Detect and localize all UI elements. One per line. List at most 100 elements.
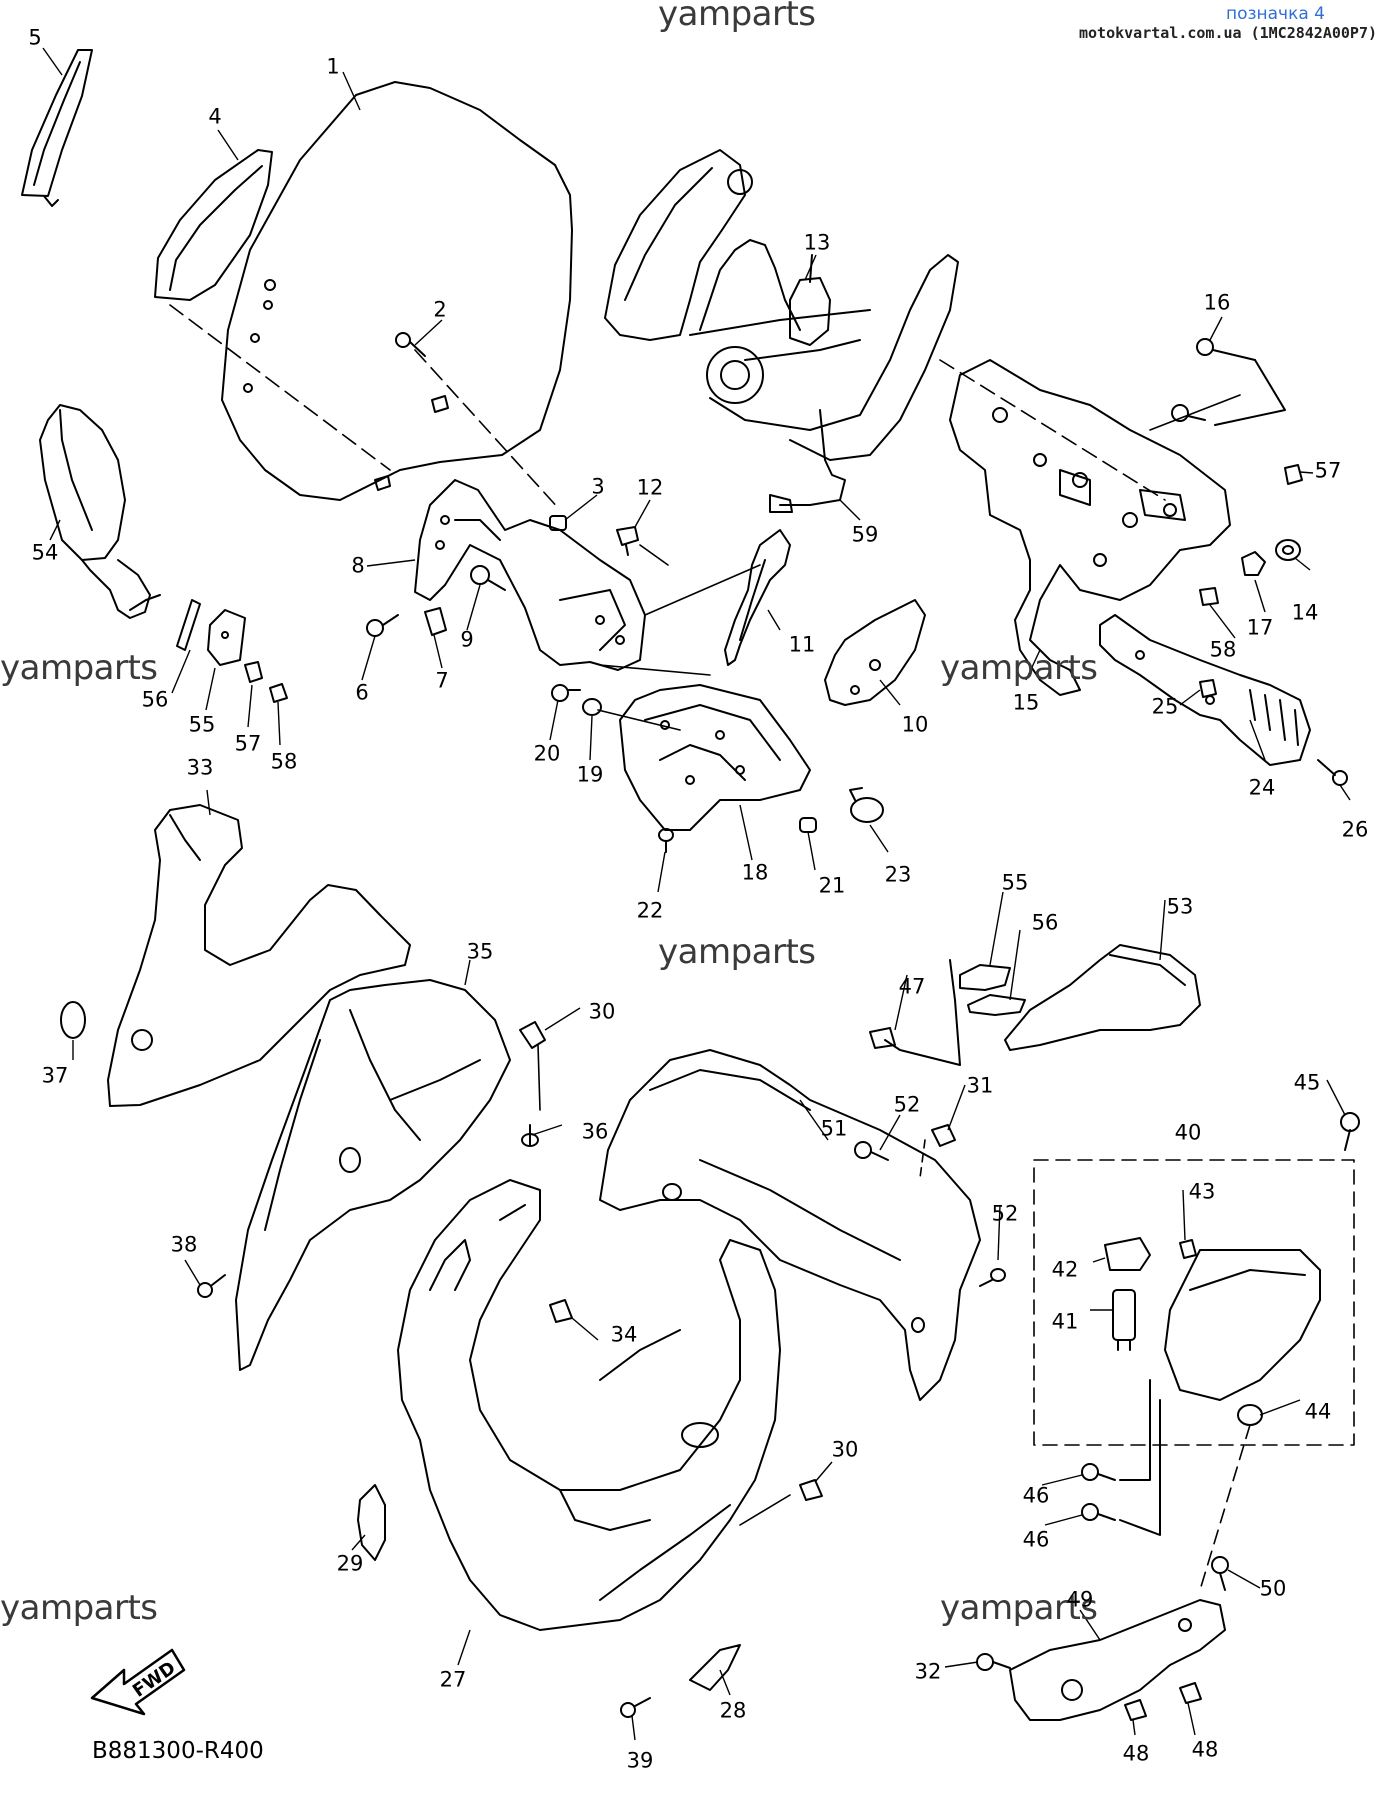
callout-54: 54 <box>31 540 59 565</box>
part-50-screw <box>1211 1556 1229 1591</box>
callout-28: 28 <box>719 1698 747 1723</box>
part-16-bolts <box>1171 338 1286 426</box>
part-26-bolt <box>1317 759 1348 786</box>
callout-58: 58 <box>270 749 298 774</box>
part-59-wire <box>769 409 846 513</box>
part-12-grommet <box>616 526 639 556</box>
callout-58: 58 <box>1209 637 1237 662</box>
part-14-washer <box>1275 539 1301 561</box>
part-56-plate <box>967 994 1026 1016</box>
callout-9: 9 <box>460 627 474 652</box>
callout-8: 8 <box>351 553 365 578</box>
callout-38: 38 <box>170 1232 198 1257</box>
header-label: позначка 4 <box>1225 4 1325 24</box>
part-9-bolt <box>470 565 506 591</box>
part-27-main-cowling <box>397 1179 781 1631</box>
part-11-cover <box>724 529 791 666</box>
part-4-deflector <box>154 149 273 301</box>
part-28-panel <box>689 1644 741 1691</box>
part-30-clip-upper <box>519 1021 546 1049</box>
part-40-group-box <box>1033 1159 1355 1446</box>
callout-46: 46 <box>1022 1527 1050 1552</box>
callout-56: 56 <box>141 687 169 712</box>
part-18-bracket <box>619 684 811 831</box>
callout-32: 32 <box>914 1659 942 1684</box>
diagram-code: B881300-R400 <box>92 1738 264 1764</box>
callout-40: 40 <box>1174 1120 1202 1145</box>
callout-56: 56 <box>1031 910 1059 935</box>
part-45-screw <box>1340 1112 1360 1151</box>
callout-46: 46 <box>1022 1483 1050 1508</box>
callout-50: 50 <box>1259 1576 1287 1601</box>
callout-4: 4 <box>208 104 222 129</box>
part-49-lower-bracket <box>1009 1599 1226 1721</box>
fwd-arrow-icon: FWD <box>90 1648 186 1716</box>
watermark: yamparts <box>940 648 1098 688</box>
callout-14: 14 <box>1291 600 1319 625</box>
part-29-panel <box>357 1484 386 1561</box>
callout-44: 44 <box>1304 1399 1332 1424</box>
part-46-bolts <box>1081 1379 1161 1536</box>
callout-11: 11 <box>788 632 816 657</box>
callout-29: 29 <box>336 1551 364 1576</box>
callout-45: 45 <box>1293 1070 1321 1095</box>
callout-52: 52 <box>991 1201 1019 1226</box>
part-25-clip <box>1199 679 1217 698</box>
callout-49: 49 <box>1066 1587 1094 1612</box>
header-source: motokvartal.com.ua (1MC2842A00P7) <box>1078 24 1377 42</box>
part-17-nut <box>1241 551 1266 576</box>
part-55-bracket <box>207 609 246 666</box>
part-31-clip <box>931 1124 956 1147</box>
part-33-panel <box>107 804 411 1107</box>
part-56-gasket <box>176 599 201 651</box>
callout-1: 1 <box>326 54 340 79</box>
part-7-clip <box>424 607 447 636</box>
part-48-clip-a <box>1124 1699 1147 1721</box>
callout-27: 27 <box>439 1667 467 1692</box>
callout-57: 57 <box>1314 458 1342 483</box>
part-39-screw <box>620 1697 651 1718</box>
part-38-bolt <box>197 1274 226 1298</box>
callout-35: 35 <box>466 939 494 964</box>
part-36-bolt <box>521 1124 539 1147</box>
callout-48: 48 <box>1191 1737 1219 1762</box>
callout-7: 7 <box>435 668 449 693</box>
callout-33: 33 <box>186 755 214 780</box>
part-41-sensor <box>1112 1289 1136 1351</box>
part-37-cap <box>60 1001 86 1039</box>
part-52-bolt-b <box>979 1268 1006 1287</box>
part-47-wire <box>869 959 961 1066</box>
callout-41: 41 <box>1051 1309 1079 1334</box>
part-15-stay <box>949 359 1231 696</box>
callout-22: 22 <box>636 898 664 923</box>
part-20-bolt <box>551 684 581 702</box>
callout-6: 6 <box>355 680 369 705</box>
part-13-motor-assembly <box>604 149 959 461</box>
callout-47: 47 <box>898 974 926 999</box>
part-43-clip <box>1179 1239 1197 1259</box>
callout-34: 34 <box>610 1322 638 1347</box>
part-30-clip-lower <box>799 1479 823 1501</box>
callout-39: 39 <box>626 1748 654 1773</box>
callout-53: 53 <box>1166 894 1194 919</box>
callout-26: 26 <box>1341 817 1369 842</box>
part-1-windscreen <box>221 81 573 501</box>
part-22-bolt <box>658 828 674 853</box>
callout-57: 57 <box>234 731 262 756</box>
part-34-clip <box>549 1299 573 1323</box>
part-8-bracket <box>414 479 646 671</box>
callout-30: 30 <box>588 999 616 1024</box>
callout-48: 48 <box>1122 1741 1150 1766</box>
callout-5: 5 <box>28 25 42 50</box>
callout-2: 2 <box>433 297 447 322</box>
callout-10: 10 <box>901 712 929 737</box>
part-44-unit <box>1164 1249 1321 1426</box>
part-51-inner-duct <box>599 1049 981 1401</box>
part-57-nut-left <box>244 661 263 683</box>
part-3-nut <box>549 515 567 531</box>
callout-55: 55 <box>188 712 216 737</box>
part-5-visor-strip <box>21 49 93 207</box>
callout-55: 55 <box>1001 870 1029 895</box>
callout-31: 31 <box>966 1073 994 1098</box>
